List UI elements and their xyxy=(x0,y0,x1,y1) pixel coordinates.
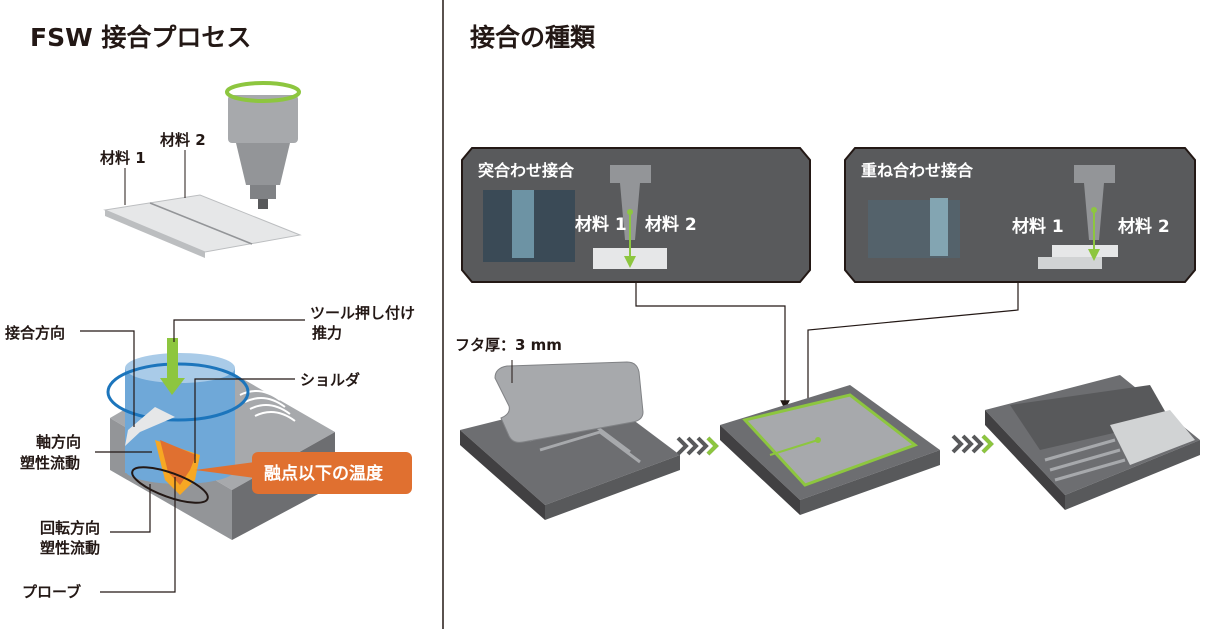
butt-joint-title: 突合わせ接合 xyxy=(478,161,575,180)
shoulder-label: ショルダ xyxy=(300,371,360,389)
join-direction-label: 接合方向 xyxy=(5,324,65,342)
join-types-title: 接合の種類 xyxy=(470,23,596,52)
temperature-callout xyxy=(252,452,412,494)
probe-label: プローブ xyxy=(22,583,81,601)
butt-joint-panel: 突合わせ接合 材料 1 材料 2 xyxy=(461,147,811,283)
butt-material1: 材料 1 xyxy=(575,214,627,235)
butt-material2: 材料 2 xyxy=(645,214,697,235)
tool-push-label-1: ツール押し付け xyxy=(310,304,415,322)
material2-label: 材料 2 xyxy=(160,131,206,149)
lap-material1: 材料 1 xyxy=(1012,216,1064,237)
chevron-arrows-icon xyxy=(676,436,719,456)
butt-joint-connector xyxy=(635,283,790,410)
plates-illustration xyxy=(103,150,302,258)
lap-material2: 材料 2 xyxy=(1118,216,1170,237)
push-force-arrow-icon xyxy=(160,338,185,395)
housing-welded xyxy=(720,385,940,515)
material1-label: 材料 1 xyxy=(100,149,146,167)
lap-joint-title: 重ね合わせ接合 xyxy=(861,161,974,180)
join-direction-arrow-icon xyxy=(125,407,175,446)
chevron-arrows-icon-2 xyxy=(951,434,994,454)
lap-joint-connector xyxy=(803,283,1019,410)
fsw-tool-icon xyxy=(225,81,301,209)
temperature-label: 融点以下の温度 xyxy=(264,463,384,484)
axial-flow-label-2: 塑性流動 xyxy=(20,454,80,472)
tool-push-label-2: 推力 xyxy=(312,324,342,342)
housing-cutaway xyxy=(985,375,1200,510)
axial-flow-label-1: 軸方向 xyxy=(36,433,81,451)
rotational-flow-label-2: 塑性流動 xyxy=(40,539,100,557)
rotational-flow-label-1: 回転方向 xyxy=(40,519,100,537)
probe-rotation-icon xyxy=(131,466,209,504)
housing-with-lid xyxy=(460,361,680,520)
lap-joint-panel: 重ね合わせ接合 材料 1 材料 2 xyxy=(844,147,1196,283)
lid-thickness-label: フタ厚：3 mm xyxy=(455,336,562,354)
process-title: FSW 接合プロセス xyxy=(30,23,251,52)
